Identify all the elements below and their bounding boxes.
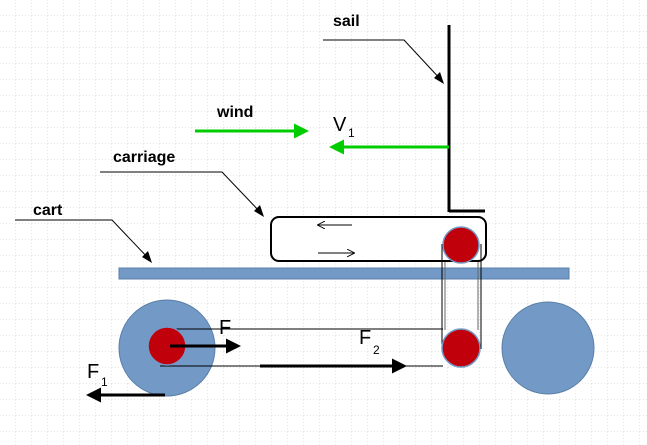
- sail-leader-arrowhead: [434, 72, 444, 84]
- v1-subscript: 1: [348, 126, 355, 140]
- cart-bar: [118, 267, 570, 280]
- wind-label: wind: [216, 104, 253, 121]
- v1-label: V: [333, 114, 347, 136]
- sail-leader-line: [323, 39, 444, 83]
- f-label: F: [219, 317, 231, 339]
- carriage-label: carriage: [113, 149, 175, 166]
- f2-subscript: 2: [373, 343, 380, 357]
- carriage-leader-line: [100, 171, 263, 215]
- cart-leader-arrowhead: [142, 251, 152, 263]
- f1-label: F: [87, 361, 99, 383]
- f1-subscript: 1: [101, 375, 108, 389]
- sail-label: sail: [333, 13, 360, 30]
- lower-pulley: [441, 328, 481, 368]
- f2-label: F: [359, 327, 371, 349]
- carriage-leader-arrowhead: [254, 205, 264, 217]
- right-wheel: [501, 301, 595, 395]
- upper-pulley: [442, 226, 480, 264]
- cart-label: cart: [33, 202, 63, 219]
- cart-leader-line: [15, 219, 151, 261]
